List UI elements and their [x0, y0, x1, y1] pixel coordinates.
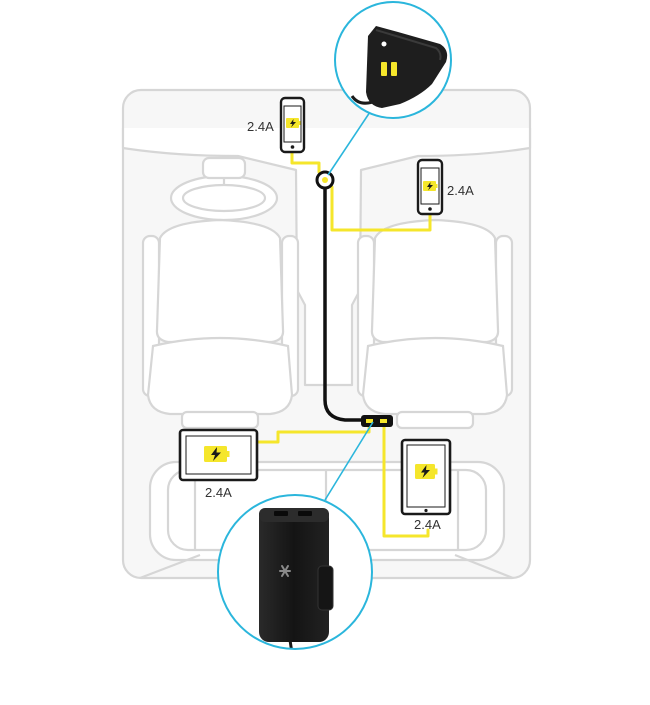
cable-front-phone [290, 150, 321, 174]
front-phone [279, 96, 306, 154]
front-charger-callout [334, 1, 452, 119]
rear-right-tablet [400, 438, 452, 516]
driver-seat [141, 218, 300, 430]
battery-charging-icon [415, 464, 438, 479]
rear-left-tablet-current: 2.4A [205, 485, 232, 500]
passenger-phone-current: 2.4A [447, 183, 474, 198]
cable-passenger-phone [330, 185, 432, 232]
power-socket [315, 170, 335, 190]
usb-port [391, 62, 397, 76]
passenger-seat [356, 218, 514, 430]
passenger-phone [416, 158, 444, 216]
battery-charging-icon [204, 446, 230, 462]
rear-right-tablet-current: 2.4A [414, 517, 441, 532]
rear-left-tablet [178, 428, 259, 482]
battery-charging-icon [286, 118, 301, 128]
cable-rear-right-tablet [382, 423, 430, 538]
battery-charging-icon [423, 181, 438, 191]
usb-port [381, 62, 387, 76]
kanex-logo-icon [279, 565, 291, 577]
car-charger-unit [366, 26, 448, 108]
front-phone-current: 2.4A [247, 119, 274, 134]
callout-lines [324, 111, 374, 501]
rear-hub-callout [217, 494, 373, 650]
main-cable [323, 178, 366, 422]
rear-hub-unit [259, 508, 329, 642]
rear-hub [361, 415, 393, 427]
